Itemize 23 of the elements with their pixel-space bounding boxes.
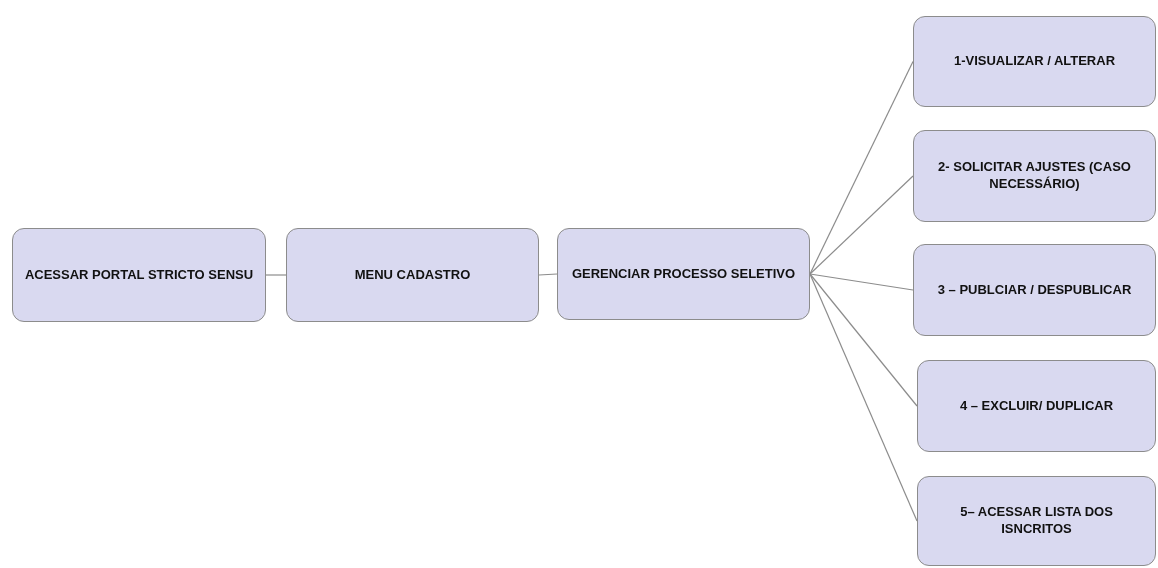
box-label: MENU CADASTRO xyxy=(354,266,471,284)
connector-line xyxy=(538,273,558,276)
box-label: 2- SOLICITAR AJUSTES (CASO NECESSÁRIO) xyxy=(937,159,1132,193)
process-box xyxy=(913,244,1156,336)
connector-line xyxy=(809,60,914,275)
connector-line xyxy=(265,274,287,276)
box-label: GERENCIAR PROCESSO SELETIVO xyxy=(571,265,796,283)
box-label: 3 – PUBLCIAR / DESPUBLICAR xyxy=(937,281,1132,299)
box-label: 1-VISUALIZAR / ALTERAR xyxy=(953,53,1116,70)
connector-line xyxy=(809,273,918,522)
process-box xyxy=(917,476,1156,566)
process-box xyxy=(913,16,1156,107)
box-label: 5– ACESSAR LISTA DOS ISNCRITOS xyxy=(959,504,1114,538)
process-box xyxy=(557,228,810,320)
connector-line xyxy=(809,273,914,291)
connector-line xyxy=(809,175,914,275)
box-label: 4 – EXCLUIR/ DUPLICAR xyxy=(959,397,1114,415)
box-label: ACESSAR PORTAL STRICTO SENSU xyxy=(24,266,254,284)
connector-line xyxy=(809,273,918,407)
process-box xyxy=(286,228,539,322)
process-box xyxy=(913,130,1156,222)
process-box xyxy=(12,228,266,322)
process-box xyxy=(917,360,1156,452)
